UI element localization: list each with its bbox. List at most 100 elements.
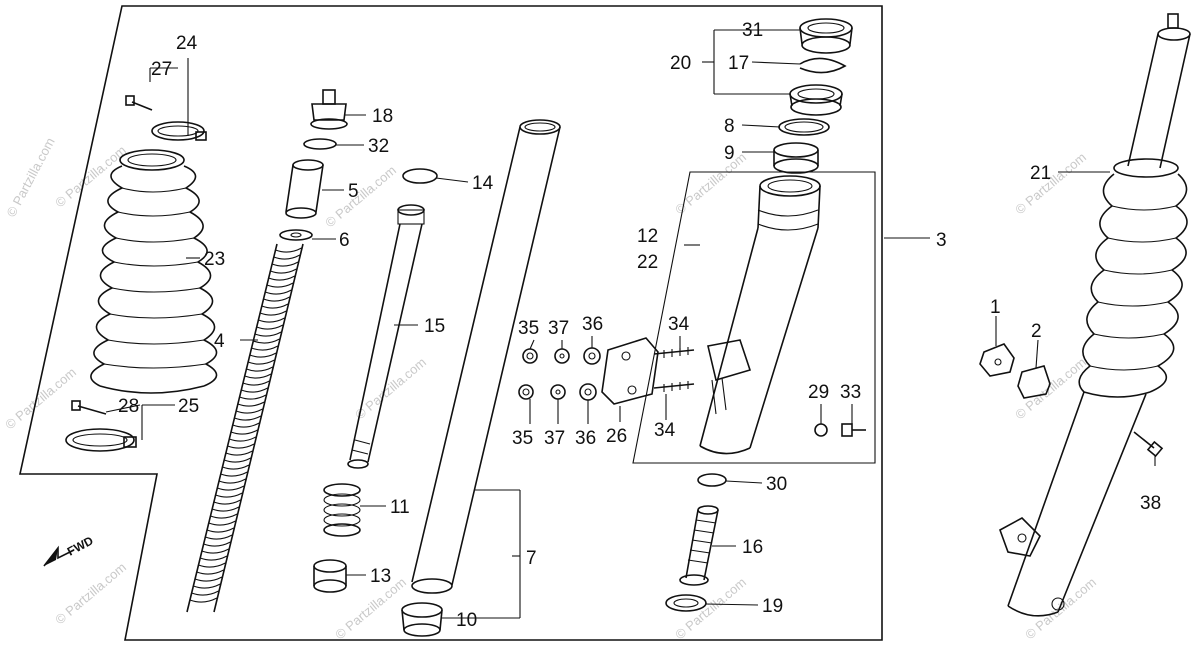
spring-coil xyxy=(222,464,250,470)
spring-coil xyxy=(232,422,260,428)
spring-coil xyxy=(194,576,223,582)
part-fork-cap-bolt xyxy=(310,89,348,130)
spring-coil xyxy=(230,429,258,435)
callout-9: 9 xyxy=(724,143,735,164)
callout-38: 38 xyxy=(1140,493,1161,514)
part-damper-rod-15 xyxy=(347,204,425,469)
callout-4: 4 xyxy=(214,331,225,352)
callout-32: 32 xyxy=(368,136,389,157)
spring-coil xyxy=(211,506,240,512)
spring-coil xyxy=(265,289,292,295)
fwd-arrow: FWD xyxy=(43,533,96,567)
watermark: © Partzilla.com xyxy=(2,364,79,432)
spring-coil xyxy=(246,366,274,372)
spring-coil xyxy=(234,415,262,421)
part-lower-boot-clamp xyxy=(65,400,137,452)
spring-coil xyxy=(227,443,255,449)
spring-coil xyxy=(273,254,301,260)
part-bolt-38 xyxy=(1133,431,1164,458)
watermark: © Partzilla.com xyxy=(322,162,399,230)
spring-coil xyxy=(193,583,221,589)
part-dust-boot-left xyxy=(90,149,218,394)
callout-14: 14 xyxy=(472,173,494,194)
spring-coil xyxy=(251,345,279,351)
part-rebound-spring-11 xyxy=(323,483,361,537)
callout-35-lower: 35 xyxy=(512,428,533,449)
callout-7: 7 xyxy=(526,548,537,569)
callout-27: 27 xyxy=(151,59,172,80)
spring-coil xyxy=(268,275,296,281)
callout-34-lower: 34 xyxy=(654,420,676,441)
callout-25: 25 xyxy=(178,396,199,417)
spring-coil xyxy=(256,324,284,330)
part-plug-19 xyxy=(665,594,707,612)
part-front-fork-assembly-21 xyxy=(999,13,1191,617)
spring-coil xyxy=(203,541,231,547)
part-nut-35-lower xyxy=(518,384,534,400)
callout-15: 15 xyxy=(424,316,445,337)
part-upper-boot-clamp xyxy=(125,95,207,141)
spring-coil xyxy=(210,513,238,519)
spring-coil xyxy=(258,317,285,323)
callout-20: 20 xyxy=(670,53,691,74)
part-reflector-2 xyxy=(1017,365,1051,399)
spring-coil xyxy=(270,268,297,274)
spring-coil xyxy=(242,380,270,386)
spring-coil xyxy=(191,590,219,596)
part-washer-37-upper xyxy=(554,348,570,364)
spring-coil xyxy=(229,436,257,442)
leader-lines xyxy=(105,29,1156,619)
callout-10: 10 xyxy=(456,610,477,631)
spring-coil xyxy=(215,492,243,498)
part-washer-37-lower xyxy=(550,384,566,400)
part-reflector-bracket-1 xyxy=(979,343,1015,377)
callout-labels: 1 2 3 4 5 6 7 8 9 10 11 12 22 13 14 15 1… xyxy=(118,20,1161,631)
callout-12: 12 xyxy=(637,226,658,247)
callout-37-lower: 37 xyxy=(544,428,565,449)
spring-coil xyxy=(213,499,241,505)
callout-37-upper: 37 xyxy=(548,318,569,339)
part-stop-ring-17 xyxy=(799,57,847,74)
part-guide-bushing-9 xyxy=(773,142,819,174)
part-piston-ring-14 xyxy=(402,168,438,184)
callout-3: 3 xyxy=(936,230,947,251)
part-spring-seat-6 xyxy=(279,229,313,241)
spring-coil xyxy=(218,478,246,484)
callout-2: 2 xyxy=(1031,321,1042,342)
spring-coil xyxy=(237,401,265,407)
callout-28: 28 xyxy=(118,396,139,417)
callout-22: 22 xyxy=(637,252,658,273)
callout-13: 13 xyxy=(370,566,391,587)
spring-coil xyxy=(263,296,290,302)
part-spacer-5 xyxy=(285,159,324,219)
spring-coil xyxy=(261,303,289,309)
spring-coil xyxy=(206,527,235,533)
spring-coil xyxy=(249,352,277,358)
spring-coil xyxy=(220,471,248,477)
watermark-layer: © Partzilla.com © Partzilla.com © Partzi… xyxy=(2,135,1099,642)
spring-coil xyxy=(271,261,299,267)
spring-coil xyxy=(225,450,253,456)
part-slider-bushing-10 xyxy=(401,602,443,637)
callout-11: 11 xyxy=(390,497,410,518)
callout-24: 24 xyxy=(176,33,198,54)
callout-8: 8 xyxy=(724,116,735,137)
callout-16: 16 xyxy=(742,537,763,558)
part-back-up-ring-8 xyxy=(778,118,830,136)
spring-coil xyxy=(253,338,280,344)
callout-18: 18 xyxy=(372,106,393,127)
spring-coil xyxy=(275,247,302,253)
fwd-label: FWD xyxy=(65,533,96,558)
spring-coil xyxy=(223,457,252,463)
spring-coil xyxy=(201,548,230,554)
part-drain-bolt-33 xyxy=(841,423,866,437)
watermark: © Partzilla.com xyxy=(672,574,749,642)
watermark: © Partzilla.com xyxy=(52,559,129,627)
callout-1: 1 xyxy=(990,297,1001,318)
spring-coil xyxy=(198,562,226,568)
spring-coil xyxy=(235,408,263,414)
spring-coil xyxy=(239,394,267,400)
spring-coil xyxy=(254,331,282,337)
part-nut-35-upper xyxy=(522,348,538,364)
